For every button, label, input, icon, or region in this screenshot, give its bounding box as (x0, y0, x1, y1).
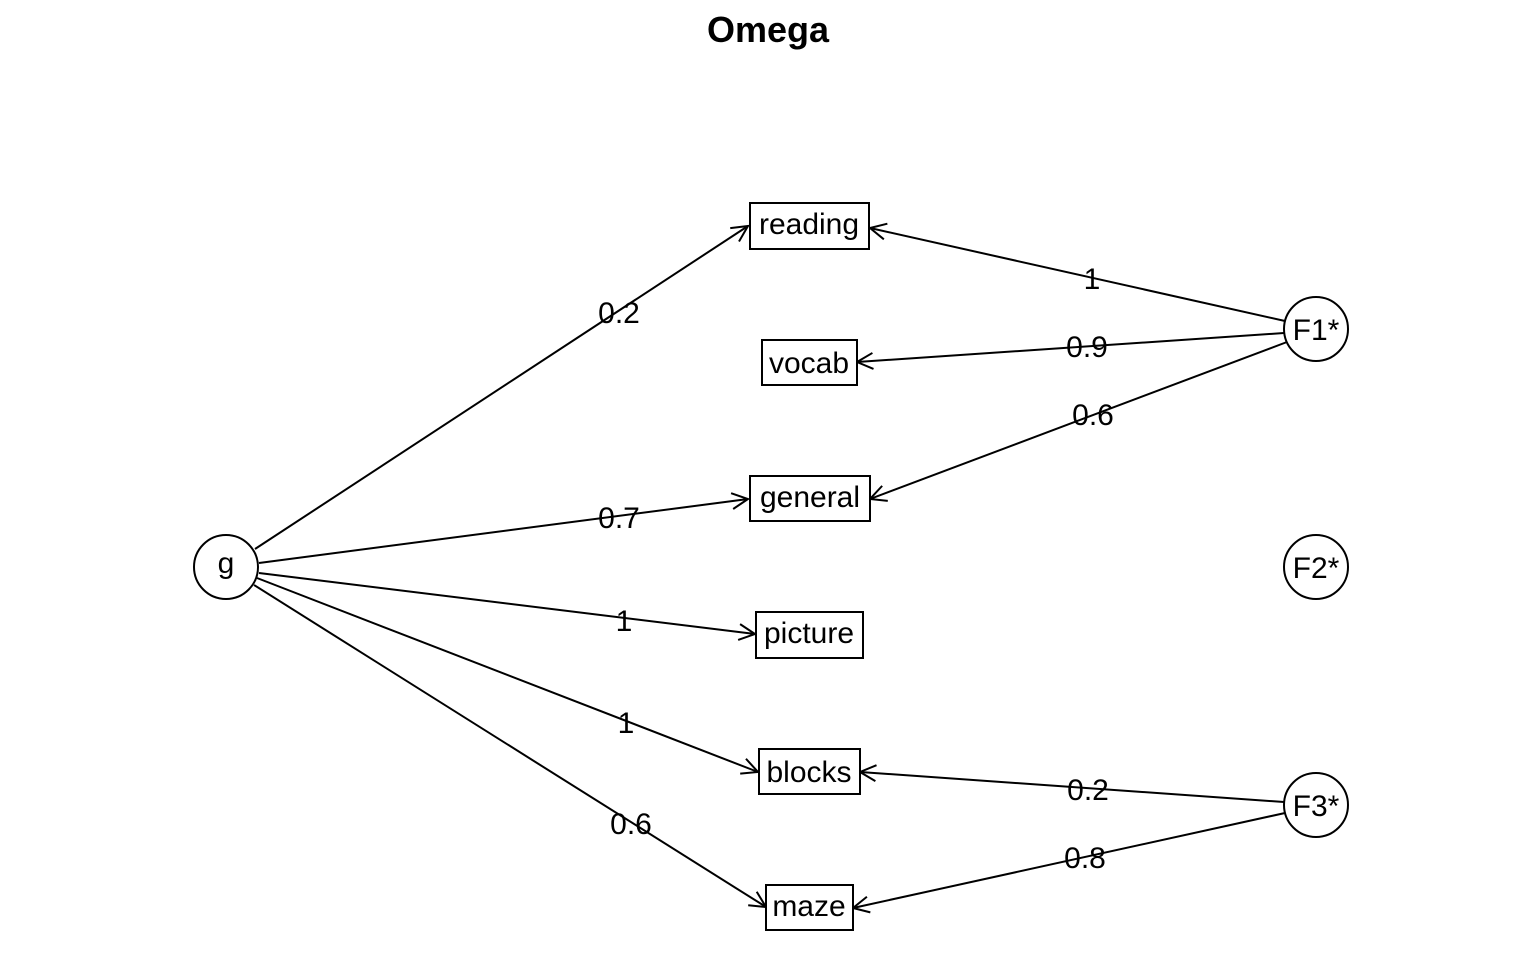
node-g-label: g (218, 547, 235, 580)
node-f3: F3* (1283, 772, 1349, 838)
edge-f1-reading (870, 228, 1286, 322)
node-f1: F1* (1283, 296, 1349, 362)
node-f2-label: F2* (1293, 552, 1340, 585)
edge-f1-vocab (857, 332, 1285, 362)
node-g: g (193, 534, 259, 600)
node-picture-box (755, 611, 864, 659)
node-general: general (749, 475, 871, 522)
node-picture-label: picture (764, 617, 854, 650)
node-maze: maze (765, 884, 854, 931)
node-f1-label: F1* (1293, 314, 1340, 347)
edge-label-g-reading: 0.2 (598, 297, 640, 330)
node-reading-label: reading (759, 208, 859, 241)
node-blocks-label: blocks (766, 756, 851, 789)
node-g-circle (193, 534, 259, 600)
node-maze-label: maze (772, 890, 845, 923)
edge-g-picture (258, 572, 755, 634)
edge-label-f1-general: 0.6 (1072, 399, 1114, 432)
node-f3-circle (1283, 772, 1349, 838)
node-blocks-box (758, 748, 861, 795)
node-general-label: general (760, 481, 860, 514)
edge-g-blocks (256, 577, 758, 772)
edge-label-f3-blocks: 0.2 (1067, 774, 1109, 807)
node-maze-box (765, 884, 854, 931)
node-f1-circle (1283, 296, 1349, 362)
edge-label-f1-vocab: 0.9 (1066, 331, 1108, 364)
edge-f1-general (870, 341, 1288, 499)
node-f2: F2* (1283, 534, 1349, 600)
node-f2-circle (1283, 534, 1349, 600)
edge-label-layer: 0.2 0.7 1 1 0.6 1 0.9 0.6 0.2 0.8 (598, 263, 1114, 875)
node-blocks: blocks (758, 748, 861, 795)
edge-label-g-general: 0.7 (598, 502, 640, 535)
edge-g-general (258, 499, 748, 564)
node-picture: picture (755, 611, 864, 659)
edge-label-g-picture: 1 (616, 605, 633, 638)
edge-label-f3-maze: 0.8 (1064, 842, 1106, 875)
node-reading-box (749, 202, 870, 250)
edge-f3-blocks (860, 772, 1285, 803)
node-reading: reading (749, 202, 870, 250)
edge-f3-maze (853, 812, 1286, 908)
edge-g-maze (253, 584, 766, 907)
edge-label-f1-reading: 1 (1084, 263, 1101, 296)
edge-label-g-blocks: 1 (618, 707, 635, 740)
node-vocab-box (761, 339, 858, 386)
diagram-title: Omega (707, 9, 830, 50)
edge-g-reading (254, 226, 748, 550)
edge-label-g-maze: 0.6 (610, 808, 652, 841)
node-general-box (749, 475, 871, 522)
node-f3-label: F3* (1293, 790, 1340, 823)
node-vocab: vocab (761, 339, 858, 386)
node-vocab-label: vocab (769, 347, 849, 380)
edge-layer (253, 226, 1288, 908)
